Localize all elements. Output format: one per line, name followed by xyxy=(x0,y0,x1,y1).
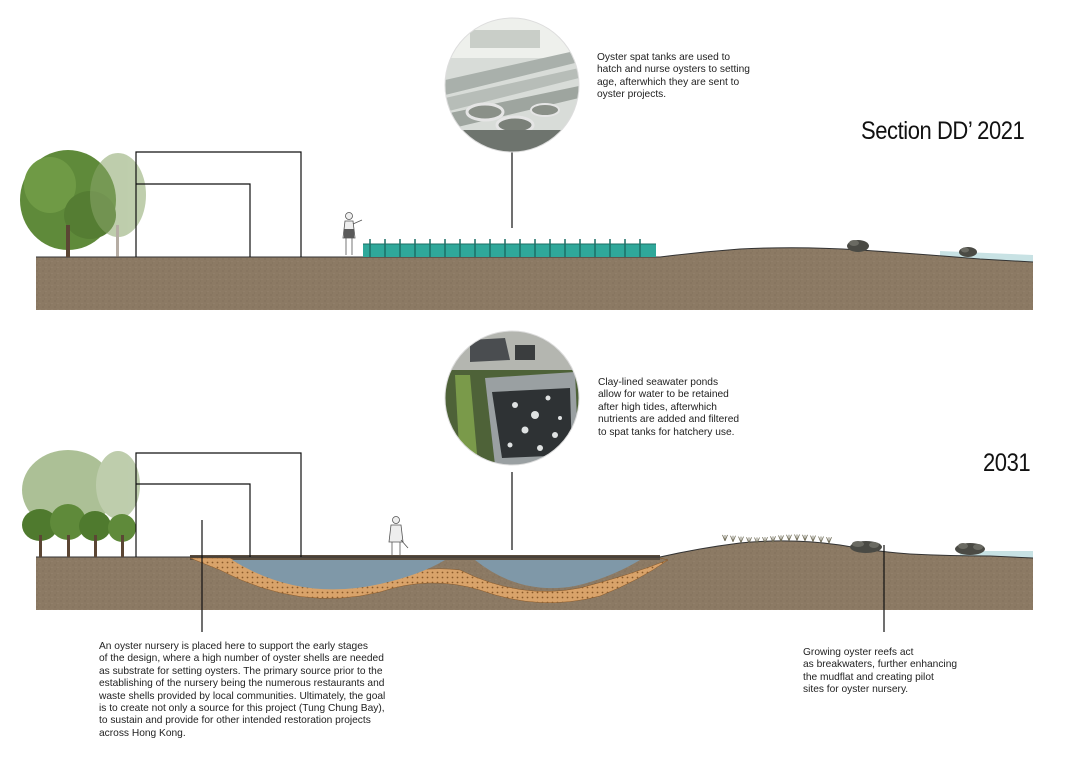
section-title-2021: Section DD’ 2021 xyxy=(861,117,1024,146)
oyster-rock xyxy=(959,247,977,257)
oyster-rock xyxy=(955,543,985,555)
ponds-caption: Clay-lined seawater ponds allow for wate… xyxy=(598,377,798,439)
section-2031 xyxy=(22,331,1033,632)
reef-caption: Growing oyster reefs act as breakwaters,… xyxy=(803,647,993,697)
building-outline xyxy=(136,152,301,257)
tree-right-faded xyxy=(90,153,146,257)
oyster-spat-tanks-photo xyxy=(445,18,579,152)
clay-lined-ponds-aerial-photo xyxy=(445,331,579,465)
section-title-2031: 2031 xyxy=(983,449,1030,478)
section-2021 xyxy=(20,18,1033,310)
person-figure xyxy=(343,213,362,256)
nursery-caption: An oyster nursery is placed here to supp… xyxy=(99,641,429,740)
spat-tanks xyxy=(363,239,656,257)
oyster-rock xyxy=(847,240,869,252)
building-outline xyxy=(136,453,301,557)
person-figure xyxy=(389,517,408,556)
oyster-rock xyxy=(850,541,882,553)
spat-tanks-caption: Oyster spat tanks are used to hatch and … xyxy=(597,52,787,102)
